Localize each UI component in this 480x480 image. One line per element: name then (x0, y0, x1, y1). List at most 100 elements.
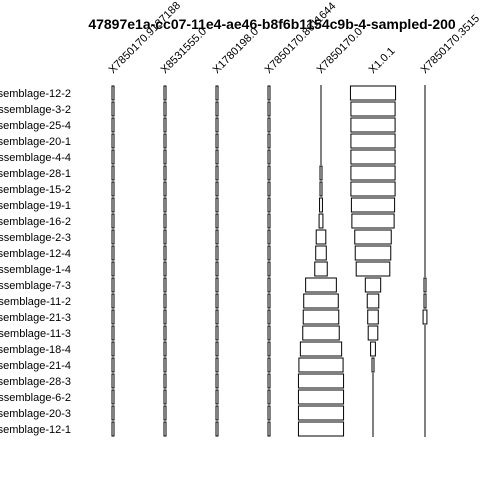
frequency-bar (302, 325, 340, 341)
frequency-bar (111, 197, 115, 213)
frequency-bar (350, 165, 396, 181)
frequency-bar (364, 277, 382, 293)
frequency-bar (215, 261, 219, 277)
frequency-bar (215, 85, 219, 101)
frequency-bar (215, 277, 219, 293)
frequency-bar (267, 213, 271, 229)
frequency-bar (111, 181, 115, 197)
frequency-bar (163, 261, 167, 277)
frequency-bar (215, 357, 219, 373)
row-label: assemblage-6-2 (0, 392, 71, 404)
frequency-bar (267, 117, 271, 133)
frequency-bar (215, 197, 219, 213)
frequency-bar (350, 101, 396, 117)
frequency-bar (267, 261, 271, 277)
frequency-bar (163, 405, 167, 421)
row-label: assemblage-20-3 (0, 408, 71, 420)
frequency-bar (267, 421, 271, 437)
frequency-bar (111, 405, 115, 421)
frequency-bar (111, 213, 115, 229)
frequency-bar (215, 373, 219, 389)
frequency-bar (318, 213, 324, 229)
frequency-bar (111, 293, 115, 309)
frequency-bar (267, 293, 271, 309)
row-label: assemblage-28-3 (0, 376, 71, 388)
frequency-bar (354, 229, 392, 245)
chart-title: 47897e1a-cc07-11e4-ae46-b8f6b1154c9b-4-s… (88, 16, 456, 32)
frequency-bar (267, 341, 271, 357)
frequency-bar (305, 277, 337, 293)
frequency-bar (111, 421, 115, 437)
frequency-bar (267, 389, 271, 405)
column-label: X1780198.0 (211, 26, 261, 76)
frequency-bar (267, 277, 271, 293)
frequency-bar (297, 421, 345, 437)
row-label: assemblage-16-2 (0, 216, 71, 228)
frequency-bar (163, 421, 167, 437)
frequency-bar (350, 117, 396, 133)
frequency-bar (111, 245, 115, 261)
frequency-bar (215, 117, 219, 133)
row-label: assemblage-2-3 (0, 232, 71, 244)
row-label: assemblage-21-3 (0, 312, 71, 324)
frequency-bar (267, 373, 271, 389)
frequency-bar (267, 197, 271, 213)
frequency-bar (163, 389, 167, 405)
frequency-bar (355, 261, 391, 277)
frequency-bar (215, 229, 219, 245)
frequency-bar (267, 133, 271, 149)
column-label: X7850170.0 (315, 26, 365, 76)
frequency-bar (267, 165, 271, 181)
frequency-bar (111, 165, 115, 181)
frequency-bar (163, 149, 167, 165)
row-label: assemblage-3-2 (0, 104, 71, 116)
row-label: assemblage-7-3 (0, 280, 71, 292)
frequency-bar (354, 245, 392, 261)
frequency-bar (267, 357, 271, 373)
row-label: assemblage-28-1 (0, 168, 71, 180)
frequency-bar (215, 165, 219, 181)
frequency-bar (163, 277, 167, 293)
frequency-bar (319, 181, 323, 197)
frequency-bar (267, 229, 271, 245)
frequency-bar (111, 229, 115, 245)
frequency-bar (163, 309, 167, 325)
frequency-bar (366, 293, 380, 309)
frequency-bar (215, 293, 219, 309)
frequency-bar (163, 341, 167, 357)
frequency-bar (163, 101, 167, 117)
frequency-bar (215, 341, 219, 357)
frequency-bar (163, 197, 167, 213)
frequency-bar (319, 165, 323, 181)
row-label: assemblage-11-2 (0, 296, 71, 308)
row-label: assemblage-20-1 (0, 136, 71, 148)
column-label: X8531555.0 (159, 26, 209, 76)
row-label: assemblage-12-1 (0, 424, 71, 436)
frequency-bar (215, 421, 219, 437)
frequency-bar (314, 261, 328, 277)
frequency-bar (215, 149, 219, 165)
frequency-bar (111, 149, 115, 165)
frequency-bar (315, 245, 327, 261)
frequency-bar (163, 133, 167, 149)
frequency-bar (350, 133, 396, 149)
frequency-bar (163, 165, 167, 181)
row-label: assemblage-11-3 (0, 328, 71, 340)
frequency-bar (163, 85, 167, 101)
frequency-bar (350, 197, 396, 213)
row-label: assemblage-18-4 (0, 344, 71, 356)
frequency-bar (163, 357, 167, 373)
frequency-bar (215, 101, 219, 117)
frequency-bar (350, 149, 396, 165)
frequency-bar (111, 261, 115, 277)
frequency-bar (371, 357, 375, 373)
frequency-bar (267, 309, 271, 325)
frequency-bar (163, 373, 167, 389)
row-label: assemblage-21-4 (0, 360, 71, 372)
frequency-bar (111, 389, 115, 405)
frequency-bar (370, 341, 376, 357)
frequency-bar (215, 309, 219, 325)
row-label: assemblage-25-4 (0, 120, 71, 132)
frequency-bar (267, 85, 271, 101)
frequency-bar (267, 181, 271, 197)
